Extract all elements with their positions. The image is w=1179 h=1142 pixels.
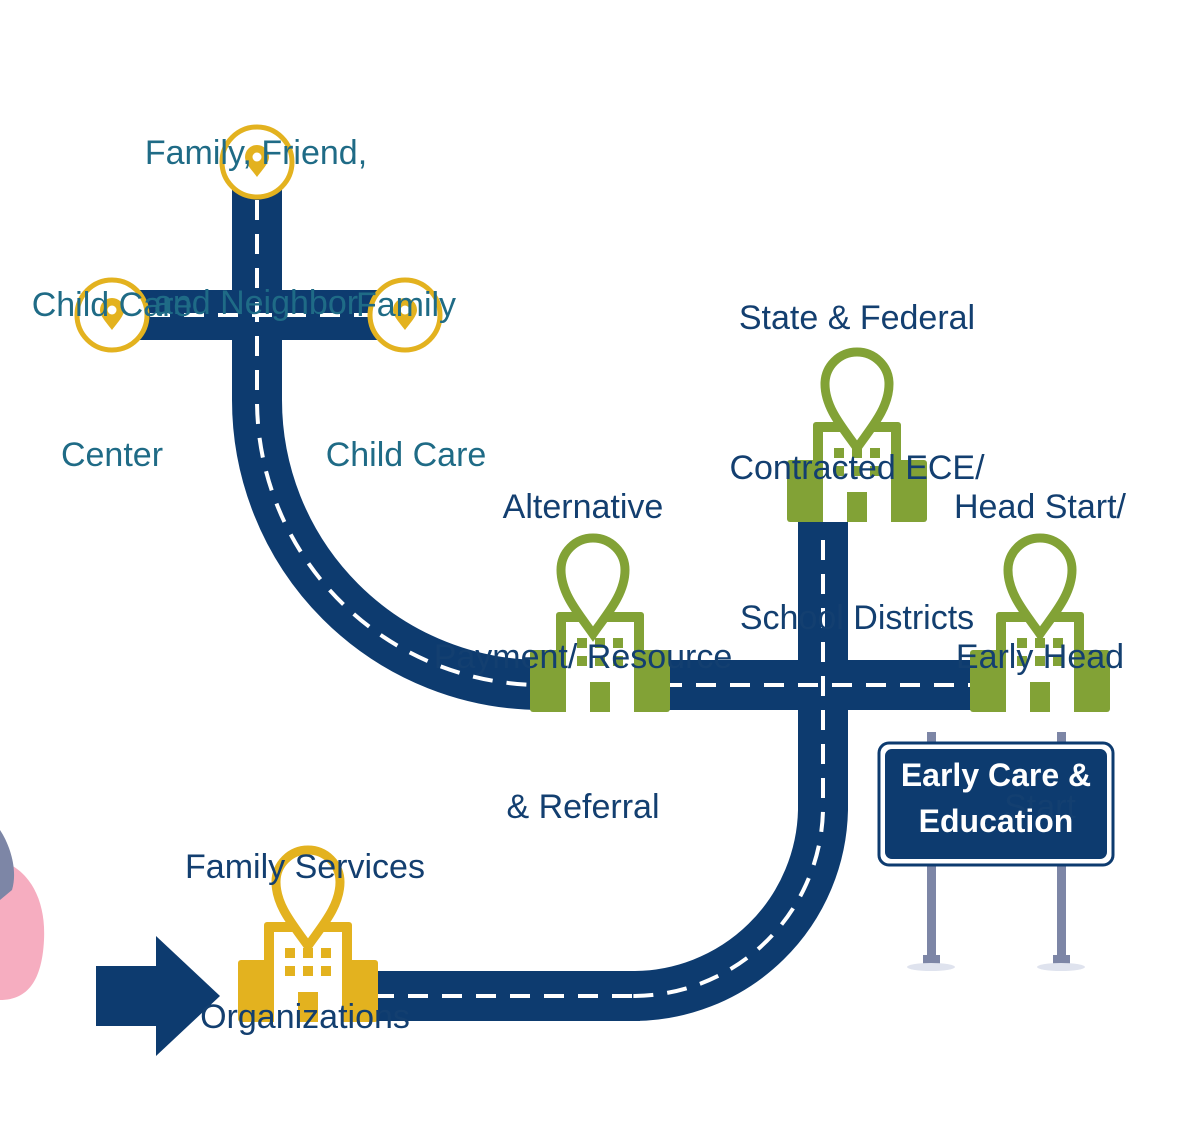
- label-alternative-payment: Alternative Payment/ Resource & Referral: [433, 488, 733, 826]
- ece-pathway-diagram: Family, Friend, and Neighbor Child Care …: [0, 0, 1126, 1056]
- person-figure: [0, 830, 45, 1000]
- label-state-federal: State & Federal Contracted ECE/ School D…: [729, 299, 985, 637]
- label-family-services: Family Services Organizations: [185, 848, 425, 1036]
- destination-sign-board: [877, 741, 1115, 867]
- arrow-right-icon: [96, 936, 220, 1056]
- label-family-child-care: Family Child Care: [325, 286, 487, 474]
- label-head-start: Head Start/ Early Head Start: [954, 488, 1126, 826]
- diagram-canvas: [0, 0, 1115, 1056]
- sign-title: Early Care & Education: [900, 757, 1092, 839]
- label-family-friend-neighbor: Family, Friend, and Neighbor: [144, 134, 368, 322]
- label-child-care-center: Child Care Center: [31, 286, 193, 474]
